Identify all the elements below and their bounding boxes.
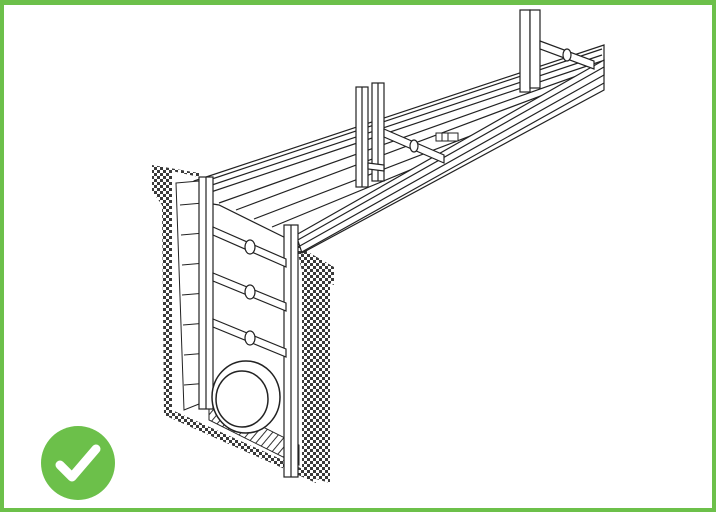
strut-front-2 — [212, 272, 287, 312]
front-wall-rails — [295, 58, 605, 254]
soil-right-upper — [296, 245, 334, 285]
post-front-right — [283, 224, 299, 478]
post-far-right — [529, 9, 541, 89]
strut-mid-2 — [367, 162, 385, 172]
back-wall-sheeting — [193, 44, 605, 248]
pipe — [211, 360, 281, 434]
strut-mid — [383, 128, 445, 164]
post-front-left — [198, 176, 214, 410]
post-far-left — [519, 9, 531, 93]
trench-shoring-diagram — [152, 9, 605, 483]
soil-left — [152, 165, 316, 483]
soil-right — [302, 267, 330, 483]
strut-front-3 — [212, 318, 287, 358]
check-circle-icon — [41, 426, 115, 500]
strut-front-1 — [212, 226, 287, 268]
strut-far — [539, 40, 595, 70]
post-mid-left — [355, 86, 369, 188]
rail-clamp — [435, 132, 459, 142]
